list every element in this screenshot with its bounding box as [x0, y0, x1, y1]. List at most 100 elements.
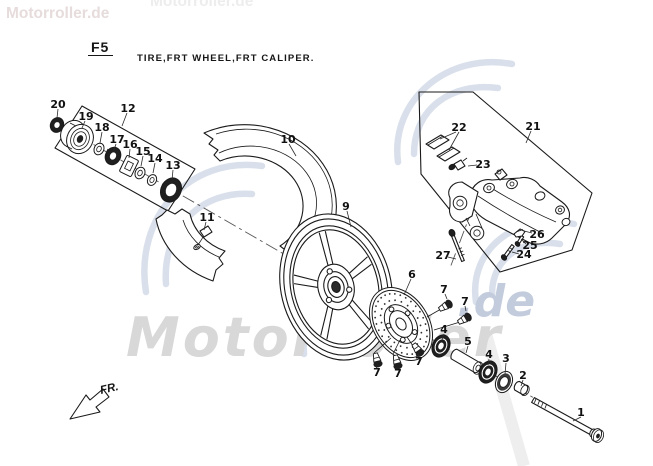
part-label-7: 7: [461, 295, 469, 308]
leader-line-23: [467, 164, 478, 167]
part-label-4: 4: [440, 323, 448, 336]
leader-line-17: [113, 143, 117, 151]
bleeder-valve-drawing: [448, 157, 468, 171]
disc-dot: [381, 335, 384, 338]
fr-arrow-icon: [69, 388, 110, 420]
part-label-13: 13: [165, 159, 180, 172]
disc-dot: [412, 310, 415, 313]
leader-line-7: [375, 365, 378, 370]
pad-bolt-drawing: [500, 244, 515, 261]
part-label-23: 23: [475, 158, 490, 171]
watermark-top-row: Motorroller.de: [150, 0, 254, 10]
leader-line-3: [504, 362, 507, 375]
caliper-bolt-centerline: [449, 185, 482, 269]
disc-dot: [388, 300, 391, 302]
part-label-2: 2: [519, 369, 527, 382]
watermark-swoosh-icon: [410, 83, 502, 158]
disc-dot: [383, 303, 386, 305]
leader-line-11: [203, 221, 207, 231]
part-label-7: 7: [440, 283, 448, 296]
dust-seal-drawing: [494, 370, 514, 394]
leader-line-10: [288, 143, 297, 157]
leader-line-19: [81, 120, 86, 129]
fr-label: FR.: [99, 381, 120, 397]
disc-dot: [411, 353, 414, 356]
disc-dot: [387, 335, 390, 338]
leader-line-6: [403, 278, 412, 296]
leader-line-5: [465, 345, 469, 354]
part-label-1: 1: [577, 406, 585, 419]
leader-line-26: [523, 230, 533, 234]
watermark-band: [480, 332, 530, 466]
leader-line-4: [441, 333, 445, 341]
disc-dot: [418, 310, 421, 313]
disc-dot: [422, 316, 425, 319]
disc-dot: [383, 329, 386, 331]
disc-dot: [400, 300, 403, 303]
leader-line-24: [511, 251, 520, 255]
disc-dot: [406, 353, 409, 355]
disc-dot: [377, 300, 379, 303]
valve-stem-drawing: [193, 225, 213, 251]
disc-dot: [384, 294, 386, 297]
spacer-plate-drawing: [119, 155, 139, 177]
disc-dot: [390, 345, 392, 348]
wheel-spoke: [320, 305, 329, 336]
disc-dot: [425, 329, 428, 332]
disc-dot: [380, 296, 383, 299]
part-label-25: 25: [522, 239, 537, 252]
disc-dot: [399, 294, 402, 297]
pin-screw-drawing: [514, 234, 525, 247]
disc-dot: [388, 292, 391, 295]
pad-spring-drawing: [513, 228, 526, 238]
leader-line-27: [447, 256, 457, 260]
speedo-drive-drawing: [60, 119, 94, 155]
disc-dot: [419, 324, 422, 327]
wheel-spoke: [348, 304, 370, 330]
figure-code: F5: [91, 39, 109, 55]
disc-dot: [423, 345, 425, 348]
part-label-10: 10: [280, 133, 296, 146]
disc-dot: [395, 349, 398, 352]
wheel-spoke: [351, 299, 373, 324]
part-label-22: 22: [451, 121, 466, 134]
leader-line-7: [396, 367, 399, 371]
disc-dot: [425, 340, 427, 343]
wheel-spoke: [294, 283, 318, 288]
brake-disc-drawing: [368, 287, 434, 361]
part-label-19: 19: [78, 110, 93, 123]
disc-dot: [424, 323, 427, 325]
disc-dot: [380, 307, 383, 310]
disc-dot: [393, 341, 396, 344]
watermark-swoosh-icon: [488, 239, 564, 298]
caliper-drawing: [448, 168, 571, 245]
site-logo: Motorroller.de: [6, 5, 110, 22]
part-label-3: 3: [502, 352, 510, 365]
disc-dot: [419, 338, 422, 341]
part-label-12: 12: [120, 102, 135, 115]
part-label-15: 15: [135, 145, 150, 158]
wheel-spoke: [324, 230, 334, 265]
leader-line-14: [152, 162, 156, 174]
caliper-box-drawing: [418, 91, 593, 273]
bushing-drawing: [104, 146, 122, 166]
oil-seal-drawing: [159, 177, 183, 203]
disc-dot: [426, 335, 428, 338]
front-wheel-drawing: [279, 213, 393, 361]
leader-line-4: [487, 358, 490, 366]
leader-line-18: [99, 131, 103, 144]
part-label-4: 4: [485, 348, 493, 361]
wheel-spokes: [293, 230, 373, 340]
wheel-spoke: [348, 256, 368, 274]
part-label-11: 11: [199, 211, 214, 224]
front-axle-drawing: [531, 397, 605, 443]
part-label-26: 26: [529, 228, 545, 241]
leader-line-7: [444, 293, 448, 300]
disc-dot: [414, 305, 417, 308]
watermark: Motorroller .de Motorroller.de: [126, 0, 578, 466]
leader-line-20: [56, 108, 59, 119]
disc-dot: [374, 310, 376, 313]
disc-dot: [380, 321, 383, 324]
